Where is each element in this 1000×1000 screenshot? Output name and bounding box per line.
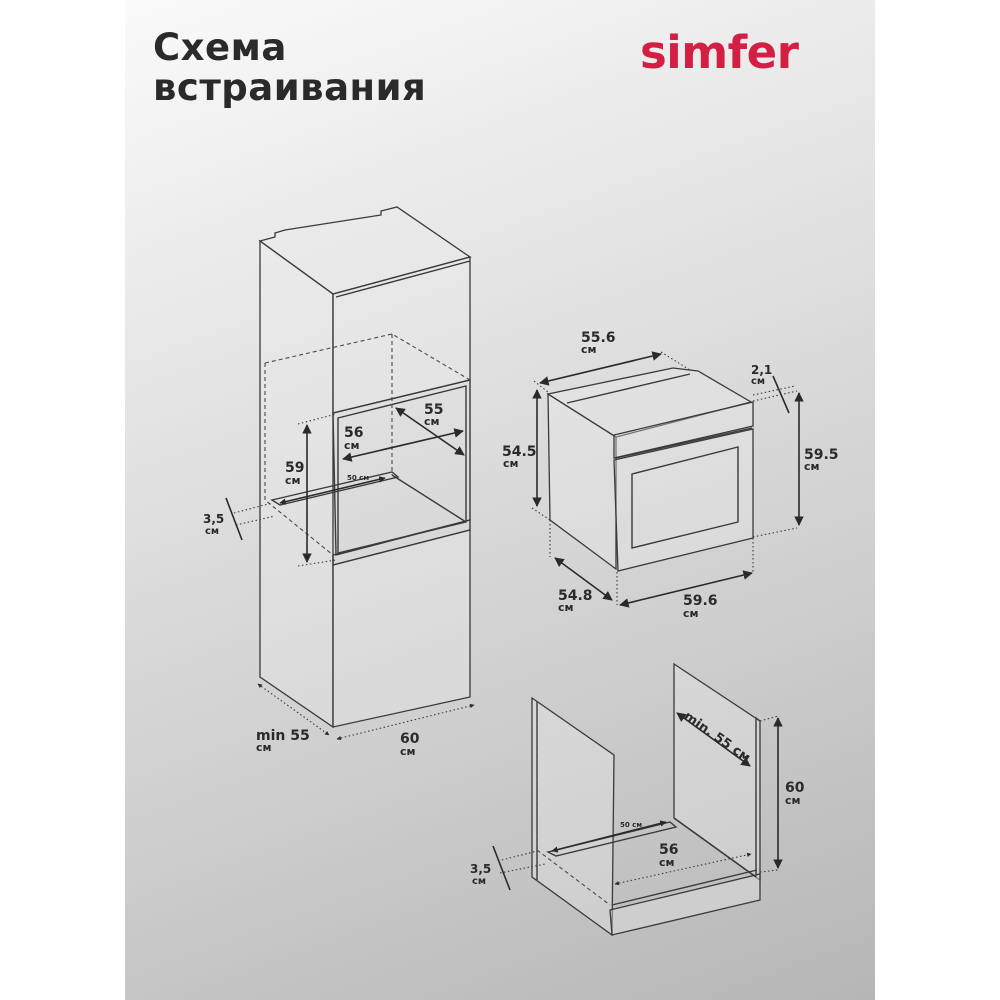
page-title: Схема встраивания — [153, 28, 426, 108]
niche-width-unit: см — [344, 439, 360, 452]
oven-front-width-value: 59.6 — [683, 593, 718, 609]
column-width-value: 60 — [400, 731, 420, 747]
background-panel — [125, 0, 875, 1000]
base-niche-width-unit: см — [659, 856, 675, 869]
base-height-value: 60 — [785, 780, 805, 796]
niche-width-value: 56 — [344, 425, 363, 441]
column-depth-value: min 55 — [256, 728, 310, 744]
oven-depth-top-unit: см — [581, 343, 597, 356]
base-niche-width-value: 56 — [659, 842, 678, 858]
base-height-unit: см — [785, 794, 801, 807]
oven-body-height-unit: см — [503, 457, 519, 470]
niche-depth-unit: см — [424, 415, 440, 428]
niche-height-value: 59 — [285, 460, 304, 476]
niche-depth-value: 55 — [424, 402, 443, 418]
oven-front-height-value: 59.5 — [804, 447, 839, 463]
oven-body-depth-value: 54.8 — [558, 588, 593, 604]
oven-front-width-unit: см — [683, 607, 699, 620]
base-vent-label: 50 см — [620, 821, 642, 829]
column-width-unit: см — [400, 745, 416, 758]
brand-logo: simfer — [640, 26, 799, 79]
oven-front-height-unit: см — [804, 460, 820, 473]
column-depth-unit: см — [256, 741, 272, 754]
oven-depth-top-value: 55.6 — [581, 330, 616, 346]
title-line-2: встраивания — [153, 66, 427, 109]
title-line-1: Схема — [153, 26, 287, 69]
oven-body-depth-unit: см — [558, 601, 574, 614]
oven-front-thickness-unit: см — [751, 376, 765, 387]
column-cabinet — [225, 206, 475, 741]
column-gap-value: 3,5 — [203, 512, 224, 526]
niche-height-unit: см — [285, 474, 301, 487]
oven-front-thickness-value: 2,1 — [751, 363, 772, 377]
base-cabinet — [492, 662, 783, 937]
oven-body-height-value: 54.5 — [502, 444, 537, 460]
base-gap-unit: см — [472, 876, 486, 887]
column-vent-label: 50 см — [347, 474, 369, 482]
oven — [531, 351, 804, 608]
base-gap-value: 3,5 — [470, 862, 491, 876]
column-gap-unit: см — [205, 526, 219, 537]
